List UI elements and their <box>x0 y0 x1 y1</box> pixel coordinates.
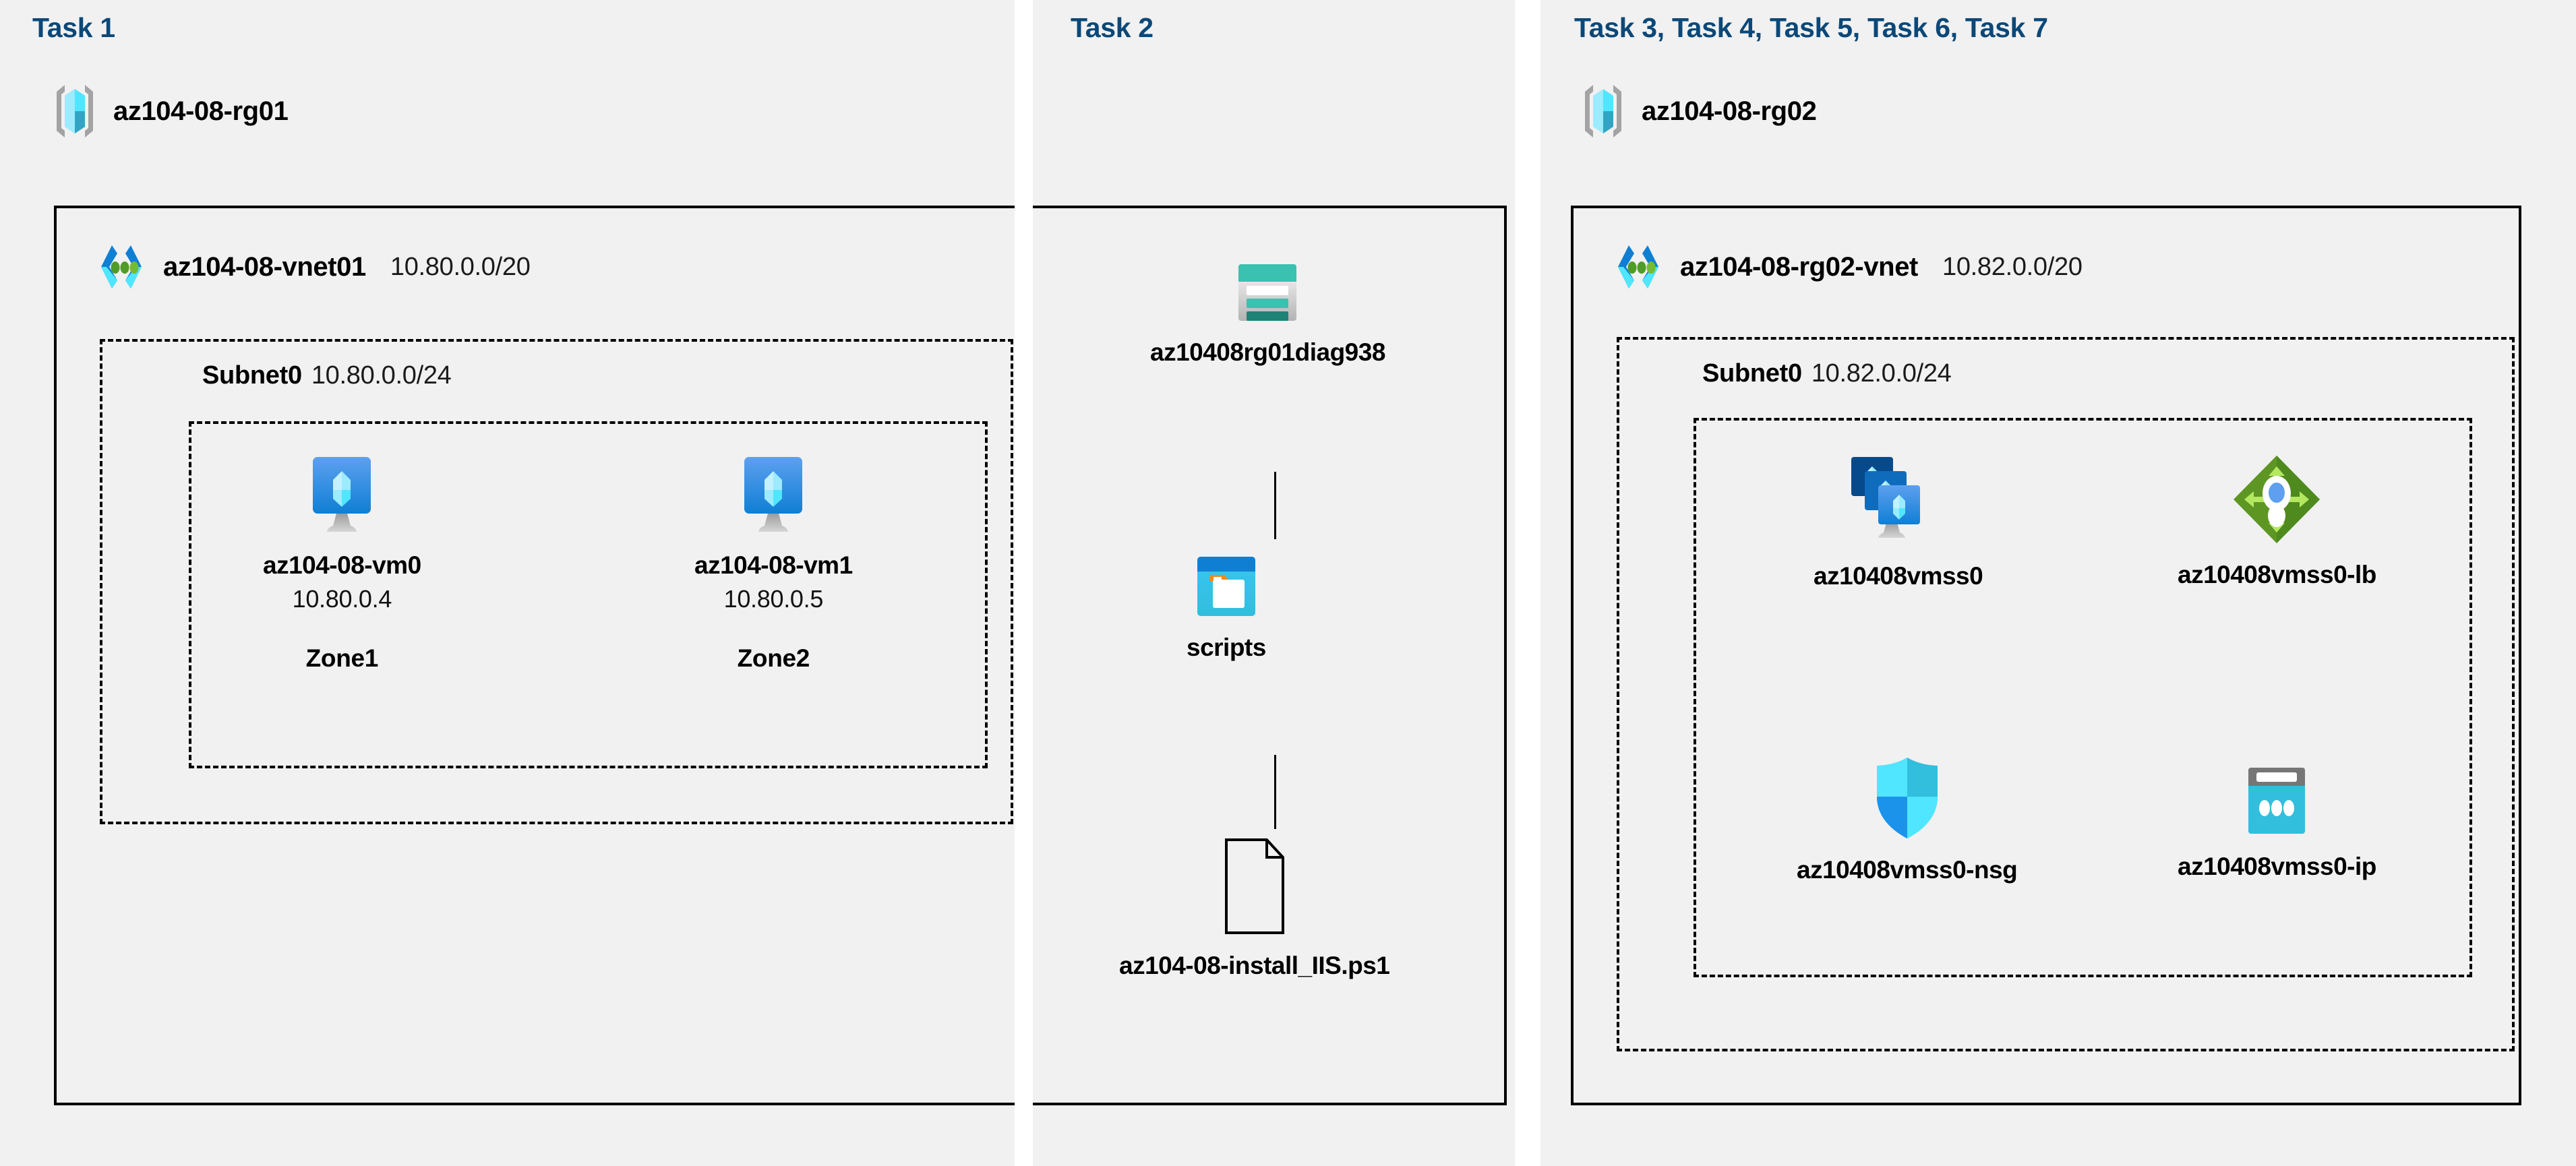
vm-node-az104-08-vm1: az104-08-vm1 10.80.0.5 Zone2 <box>694 453 853 673</box>
vm-scale-set-name: az10408vmss0 <box>1814 562 1983 590</box>
subnet-label-task1: Subnet0 10.80.0.0/24 <box>202 361 452 390</box>
storage-account-icon <box>1236 262 1299 324</box>
storage-account-node: az10408rg01diag938 <box>1150 262 1385 367</box>
public-ip-address-icon <box>2243 764 2310 838</box>
task2-title: Task 2 <box>1071 12 1154 43</box>
blob-container-name: scripts <box>1187 634 1266 661</box>
vnet-header-az104-08-rg02-vnet: az104-08-rg02-vnet 10.82.0.0/20 <box>1611 243 2083 291</box>
vnet-boundary-az104-08-vnet01 <box>54 206 1507 1105</box>
resource-group-az104-08-rg02: az104-08-rg02 <box>1581 82 1817 140</box>
resource-group-label: az104-08-rg01 <box>113 96 289 126</box>
subnet-name: Subnet0 <box>1702 359 1802 388</box>
network-security-group-name: az10408vmss0-nsg <box>1797 856 2018 884</box>
resource-boundary-task3 <box>1694 418 2472 977</box>
public-ip-address-name: az10408vmss0-ip <box>2178 853 2376 880</box>
vnet-cidr: 10.80.0.0/20 <box>390 252 531 281</box>
subnet-cidr: 10.82.0.0/24 <box>1811 359 1952 388</box>
subnet-boundary-task3 <box>1617 337 2515 1051</box>
availability-zone-boundary-task1 <box>189 421 988 768</box>
load-balancer-icon <box>2231 453 2323 546</box>
load-balancer-name: az10408vmss0-lb <box>2178 561 2376 588</box>
subnet-name: Subnet0 <box>202 361 302 390</box>
virtual-machine-icon <box>731 453 815 536</box>
network-security-group-node: az10408vmss0-nsg <box>1797 755 2018 884</box>
public-ip-address-node: az10408vmss0-ip <box>2178 764 2376 881</box>
blob-container-icon <box>1195 554 1258 619</box>
vm-name: az104-08-vm1 <box>694 551 853 579</box>
resource-group-az104-08-rg01: az104-08-rg01 <box>53 82 289 140</box>
panel-gutter-1 <box>1015 0 1033 1166</box>
virtual-machine-icon <box>300 453 384 536</box>
vm-scale-set-icon <box>1845 453 1952 547</box>
vm-zone: Zone1 <box>305 644 379 672</box>
vnet-name: az104-08-vnet01 <box>163 251 366 282</box>
subnet-cidr: 10.80.0.0/24 <box>311 361 452 390</box>
resource-group-icon <box>53 82 97 140</box>
vnet-name: az104-08-rg02-vnet <box>1680 251 1918 282</box>
vm-ip: 10.80.0.5 <box>723 585 824 613</box>
virtual-network-icon <box>94 243 148 291</box>
vm-zone: Zone2 <box>737 644 810 672</box>
vnet-header-az104-08-vnet01: az104-08-vnet01 10.80.0.0/20 <box>94 243 531 291</box>
vnet-cidr: 10.82.0.0/20 <box>1942 252 2083 281</box>
connector-storage-to-scripts <box>1274 472 1276 539</box>
network-security-group-icon <box>1871 755 1943 841</box>
connector-scripts-to-file <box>1274 755 1276 829</box>
virtual-network-icon <box>1611 243 1665 291</box>
blob-container-node: scripts <box>1187 554 1266 662</box>
vm-node-az104-08-vm0: az104-08-vm0 10.80.0.4 Zone1 <box>263 453 421 673</box>
panel-gutter-2 <box>1515 0 1540 1166</box>
vm-ip: 10.80.0.4 <box>292 585 392 613</box>
vm-name: az104-08-vm0 <box>263 551 421 579</box>
vm-scale-set-node: az10408vmss0 <box>1814 453 1983 590</box>
subnet-boundary-task1 <box>100 339 1013 824</box>
resource-group-label: az104-08-rg02 <box>1642 96 1817 126</box>
storage-account-name: az10408rg01diag938 <box>1150 338 1385 366</box>
file-icon <box>1214 836 1295 937</box>
subnet-label-task3: Subnet0 10.82.0.0/24 <box>1702 359 1952 388</box>
vnet-boundary-az104-08-rg02-vnet <box>1571 206 2521 1105</box>
load-balancer-node: az10408vmss0-lb <box>2178 453 2376 589</box>
task1-panel <box>0 0 1015 1166</box>
script-file-name: az104-08-install_IIS.ps1 <box>1119 952 1390 979</box>
task2-panel <box>1033 0 1515 1166</box>
task3-title: Task 3, Task 4, Task 5, Task 6, Task 7 <box>1574 12 2048 43</box>
script-file-node: az104-08-install_IIS.ps1 <box>1119 836 1390 980</box>
task3-panel <box>1540 0 2576 1166</box>
resource-group-icon <box>1581 82 1625 140</box>
task1-title: Task 1 <box>32 12 115 43</box>
